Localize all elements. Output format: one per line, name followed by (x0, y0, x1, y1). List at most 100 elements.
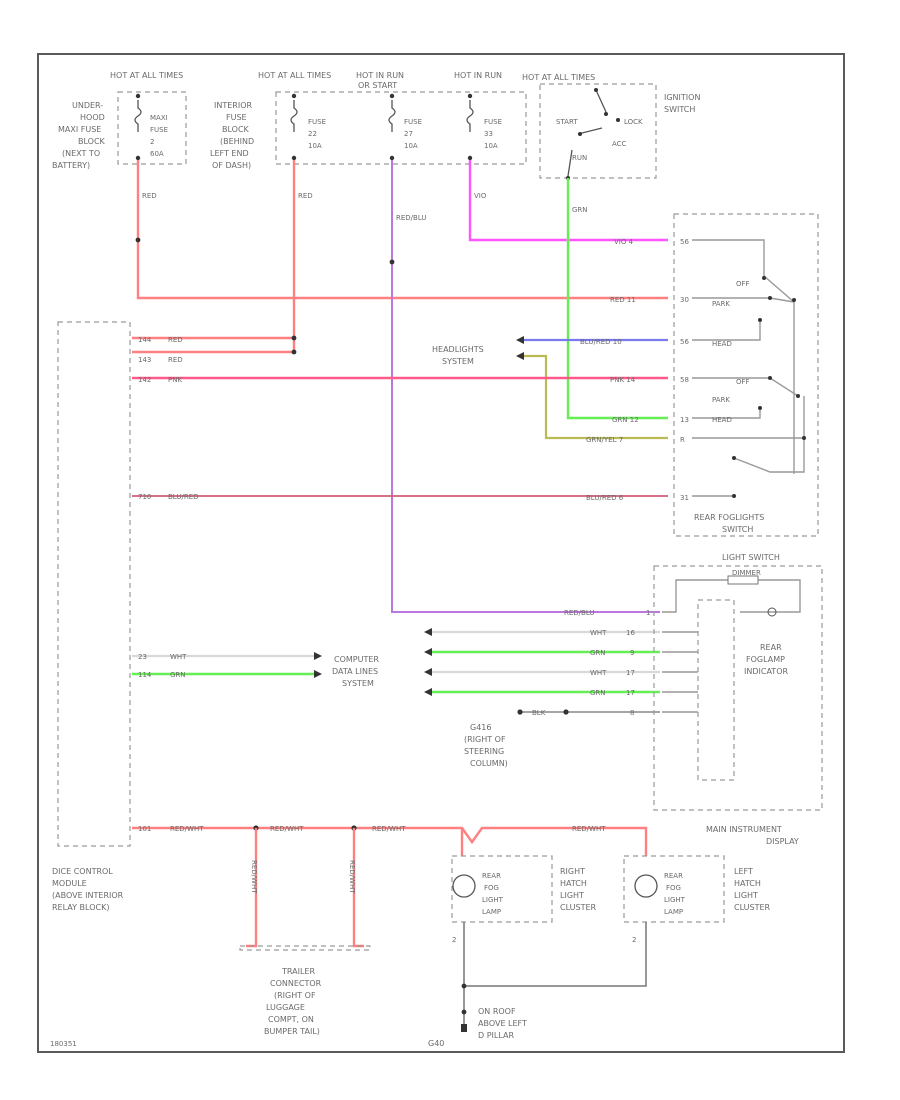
svg-text:COMPT, ON: COMPT, ON (268, 1015, 314, 1024)
svg-text:CONNECTOR: CONNECTOR (270, 979, 322, 988)
wire-redwht-label-1: RED/WHT (170, 825, 204, 833)
svg-text:17: 17 (626, 689, 635, 697)
svg-text:10A: 10A (484, 142, 498, 150)
svg-text:BLOCK: BLOCK (222, 125, 250, 134)
svg-text:MAIN INSTRUMENT: MAIN INSTRUMENT (706, 825, 782, 834)
underhood-fuse-box (117, 91, 187, 165)
wire-vio-label: VIO (474, 192, 487, 200)
svg-text:COLUMN): COLUMN) (470, 759, 508, 768)
headlights-arrow-2 (516, 352, 524, 360)
left-cluster-label: LEFT HATCH LIGHT CLUSTER (734, 867, 771, 912)
svg-text:LAMP: LAMP (482, 908, 501, 916)
svg-text:LEFT: LEFT (734, 867, 753, 876)
svg-text:MAXI FUSE: MAXI FUSE (58, 125, 101, 134)
indicator-label: REAR FOGLAMP INDICATOR (744, 643, 788, 676)
fuse-top-dots (135, 93, 473, 161)
svg-text:56: 56 (680, 238, 689, 246)
cdm-arrow-1 (314, 652, 322, 660)
cdm-pin-114: 114 (138, 671, 152, 679)
cdm-label-blured: BLU/RED (168, 493, 199, 501)
svg-text:STEERING: STEERING (464, 747, 504, 756)
svg-text:LIGHT: LIGHT (560, 891, 584, 900)
cdm-pin-144: 144 (138, 336, 152, 344)
right-lamp-bulb (452, 874, 476, 898)
switch-internal-wiring (692, 239, 805, 497)
fuse-27: FUSE 27 10A (404, 118, 422, 150)
svg-text:FUSE: FUSE (404, 118, 422, 126)
wire-blk-label: BLK (532, 709, 546, 717)
svg-text:30: 30 (680, 296, 689, 304)
hot-label-4: HOT IN RUN (454, 71, 502, 80)
svg-text:G416: G416 (470, 723, 491, 732)
svg-text:BLOCK: BLOCK (78, 137, 106, 146)
svg-text:(ABOVE INTERIOR: (ABOVE INTERIOR (52, 891, 124, 900)
ground-connector (461, 1024, 467, 1032)
svg-text:REAR: REAR (760, 643, 782, 652)
ignition-switch-box (539, 83, 657, 179)
fuse-22: FUSE 22 10A (308, 118, 326, 150)
diagram-id: 180351 (50, 1040, 77, 1048)
wire-red-maxi-label: RED (142, 192, 157, 200)
wire-redwht-label-2: RED/WHT (270, 825, 304, 833)
ignition-lock: LOCK (624, 118, 643, 126)
wire-redwht-label-3: RED/WHT (372, 825, 406, 833)
wire-redblu-fuse27 (391, 160, 660, 613)
ignition-run: RUN (572, 154, 587, 162)
cdm-pin-710: 710 (138, 493, 151, 501)
ignition-switch-contacts (567, 89, 607, 177)
right-lamp-label: REAR FOG LIGHT LAMP (482, 872, 504, 916)
wire-redwht-bottom (132, 826, 648, 856)
indicator-lamp (767, 607, 777, 617)
switch-head-2: HEAD (712, 416, 732, 424)
svg-text:16: 16 (626, 629, 635, 637)
svg-text:2: 2 (150, 138, 154, 146)
svg-text:OF DASH): OF DASH) (212, 161, 251, 170)
main-instrument-box (653, 565, 823, 811)
svg-text:LUGGAGE: LUGGAGE (266, 1003, 305, 1012)
svg-text:FUSE: FUSE (226, 113, 247, 122)
svg-text:60A: 60A (150, 150, 164, 158)
right-lamp-box (451, 855, 553, 923)
left-lamp-label: REAR FOG LIGHT LAMP (664, 872, 686, 916)
svg-text:LIGHT: LIGHT (664, 896, 686, 904)
wire-red-fuse22-label: RED (298, 192, 313, 200)
svg-text:(RIGHT OF: (RIGHT OF (274, 991, 316, 1000)
headlights-arrow-1 (516, 336, 524, 344)
wire-grn-label: GRN (572, 206, 588, 214)
svg-text:BATTERY): BATTERY) (52, 161, 90, 170)
svg-text:HATCH: HATCH (560, 879, 587, 888)
switch-off-1: OFF (736, 280, 750, 288)
wire-olive-headlights (520, 354, 668, 440)
svg-text:DATA LINES: DATA LINES (332, 667, 378, 676)
rear-foglights-switch-label: REAR FOGLIGHTS SWITCH (694, 513, 764, 534)
ground-g416-label: G416 (RIGHT OF STEERING COLUMN) (464, 723, 508, 768)
svg-text:REAR: REAR (664, 872, 683, 880)
ignition-acc: ACC (612, 140, 627, 148)
cdm-label-grn: GRN (170, 671, 186, 679)
cdm-pin-23: 23 (138, 653, 147, 661)
underhood-label: UNDER- HOOD MAXI FUSE BLOCK (NEXT TO BAT… (52, 101, 106, 170)
svg-text:INDICATOR: INDICATOR (744, 667, 788, 676)
svg-text:1: 1 (646, 609, 650, 617)
cdm-label-red2: RED (168, 356, 183, 364)
pin-pnk-14: PNK 14 (610, 376, 636, 384)
rear-foglights-switch-box (673, 213, 819, 537)
trailer-connector-label: TRAILER CONNECTOR (RIGHT OF LUGGAGE COMP… (264, 967, 322, 1036)
wire-redblu-label: RED/BLU (396, 214, 427, 222)
dice-control-module-box (57, 321, 131, 847)
svg-text:22: 22 (308, 130, 317, 138)
svg-text:27: 27 (404, 130, 413, 138)
svg-text:RELAY BLOCK): RELAY BLOCK) (52, 903, 109, 912)
ignition-hot-label: HOT AT ALL TIMES (522, 73, 595, 82)
switch-park-2: PARK (712, 396, 730, 404)
cdm-pin-143: 143 (138, 356, 151, 364)
hot-label-2: HOT AT ALL TIMES (258, 71, 331, 80)
pin-red-11: RED 11 (610, 296, 636, 304)
lamp-r-pin-2: 2 (452, 936, 456, 944)
pin-grn-12: GRN 12 (612, 416, 639, 424)
cdm-label-wht: WHT (170, 653, 187, 661)
dice-control-module-label: DICE CONTROL MODULE (ABOVE INTERIOR RELA… (52, 867, 124, 912)
pin-grnyel-7: GRN/YEL 7 (586, 436, 623, 444)
svg-text:10A: 10A (404, 142, 418, 150)
svg-text:FOG: FOG (484, 884, 499, 892)
